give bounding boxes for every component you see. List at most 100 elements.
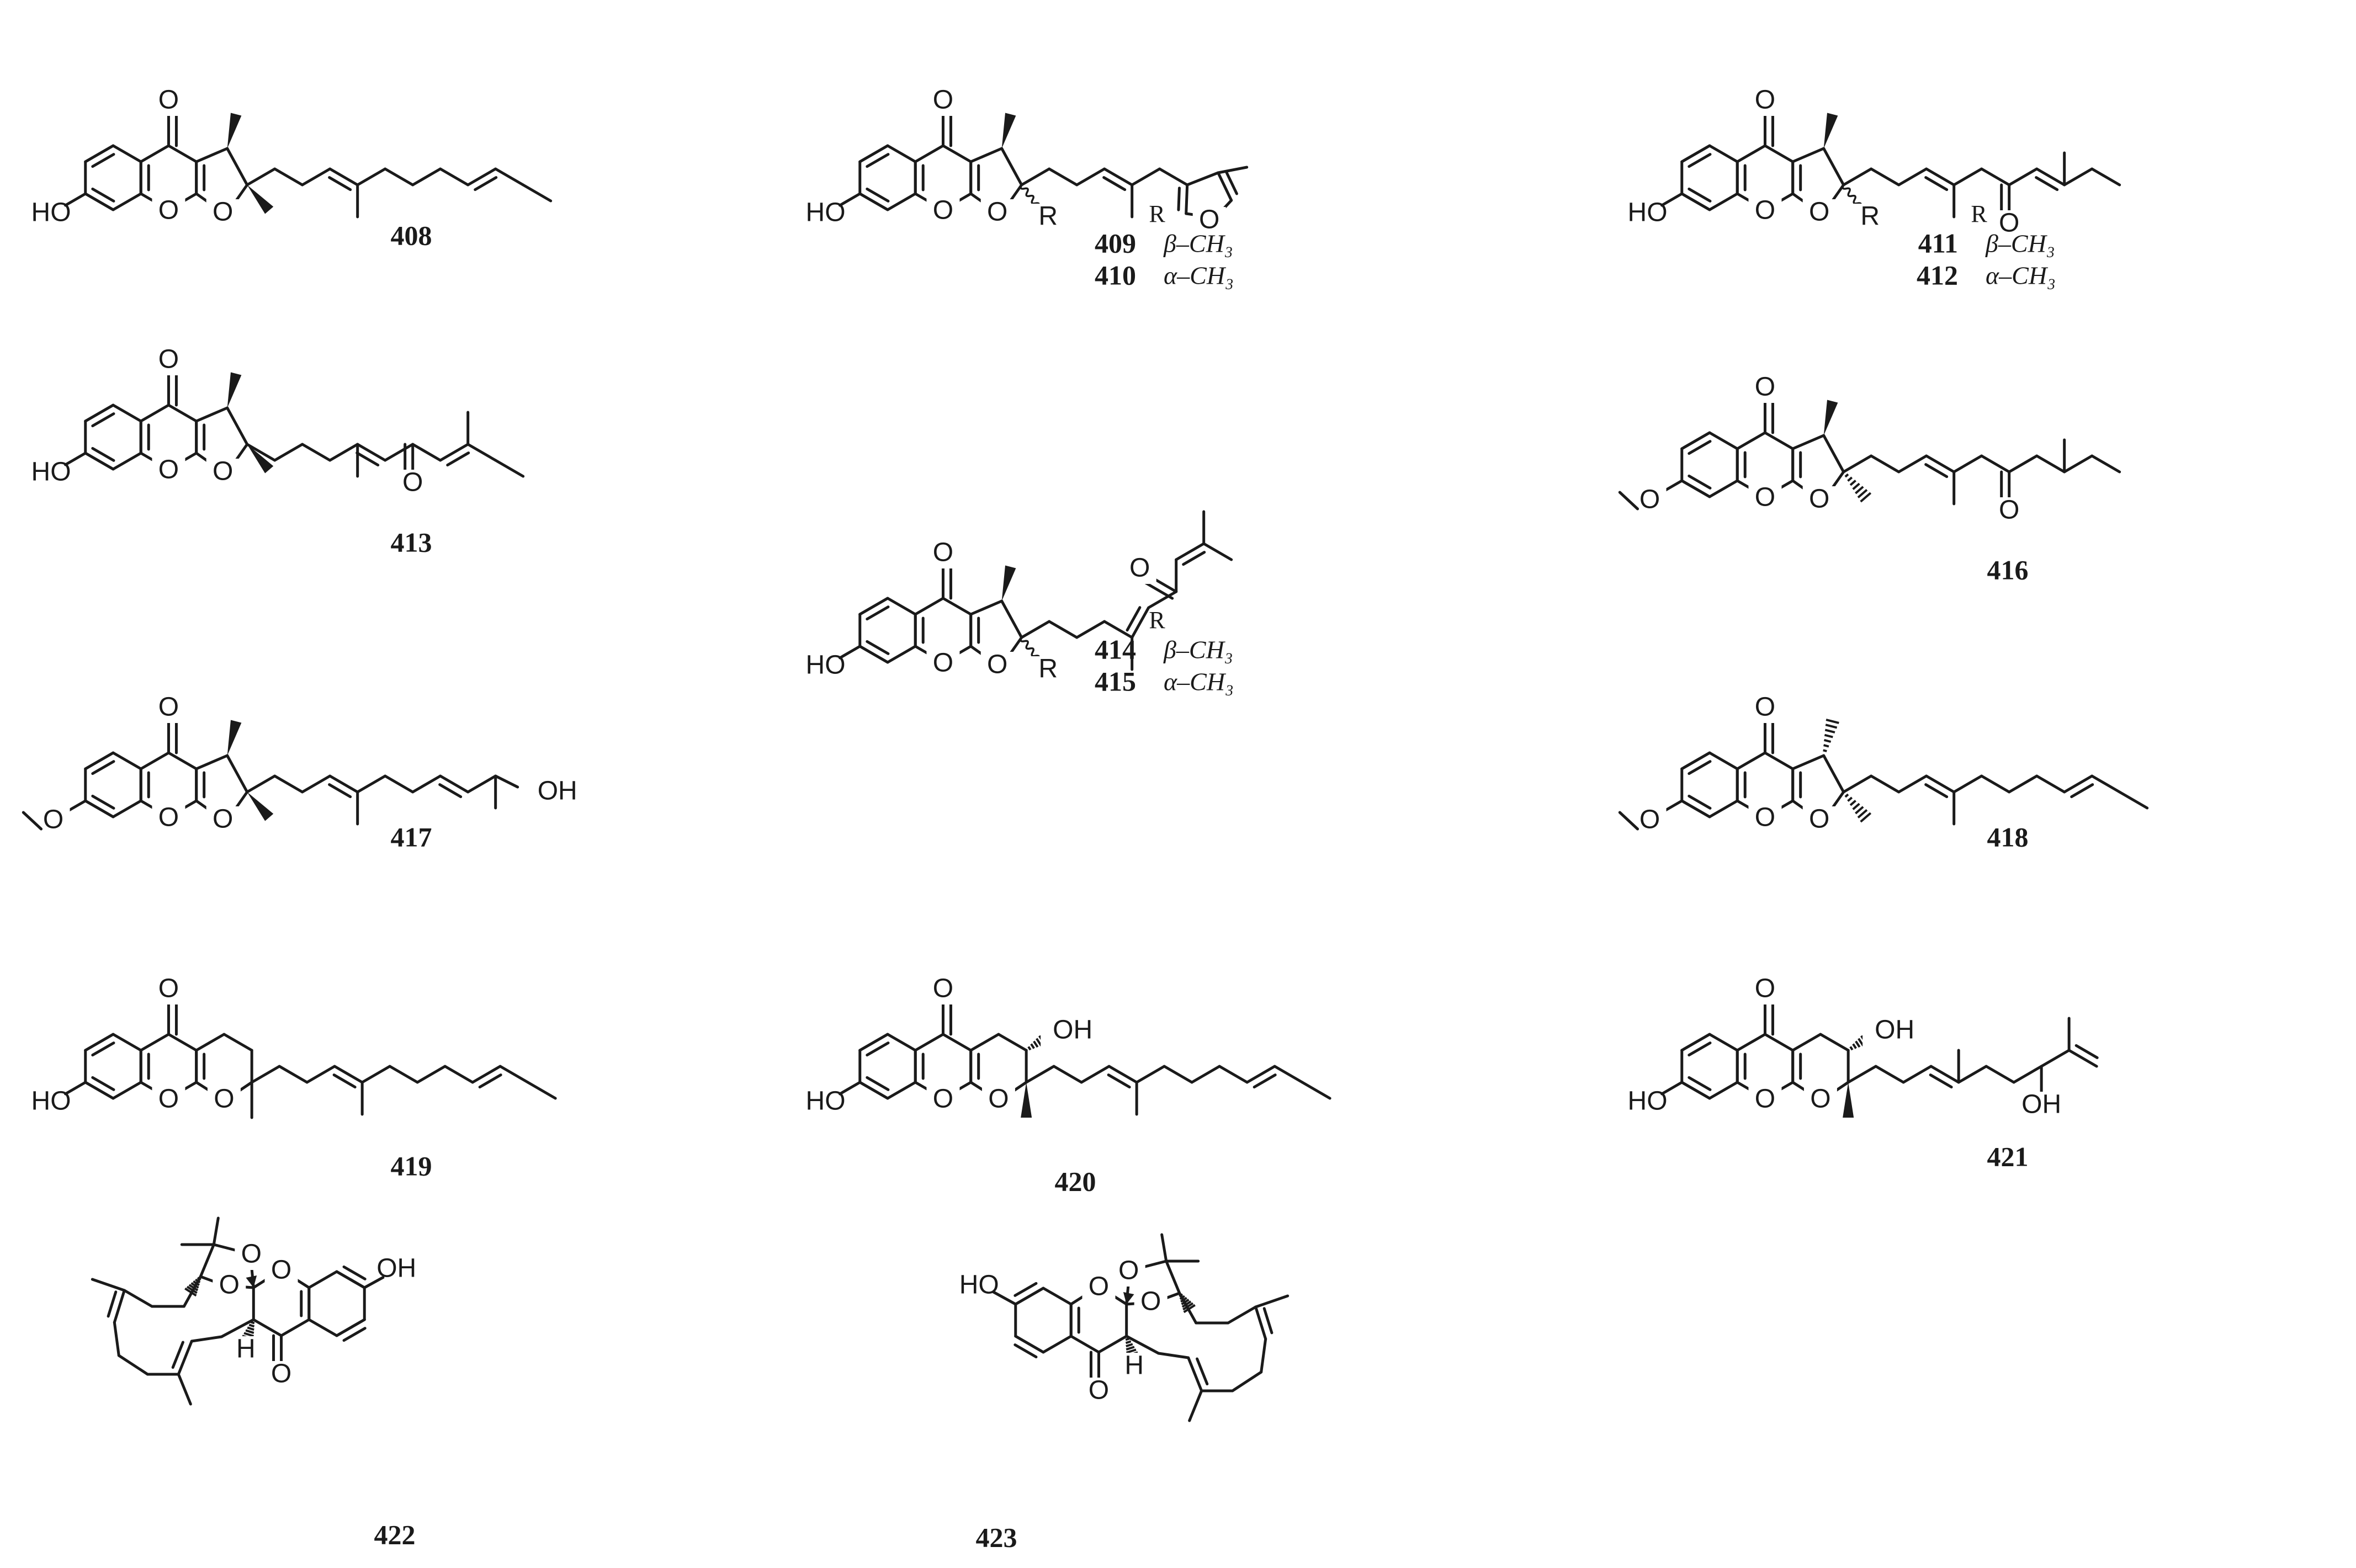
carbonyl-oxygen-mask (926, 87, 960, 116)
bond (363, 1274, 388, 1289)
c2-methyl-wedge (247, 185, 274, 214)
hash-stroke (1844, 473, 1849, 478)
benzene-ring (1680, 1033, 1747, 1100)
ring-oxygen: O (933, 1085, 953, 1114)
double-bond (1187, 1356, 1203, 1392)
ring-oxygen-mask (152, 457, 185, 486)
bond (1791, 754, 1826, 770)
ring-oxygen-mask (926, 1086, 960, 1115)
double-bond (858, 645, 889, 664)
bond (1052, 1065, 1083, 1084)
ring-oxygen-mask (1748, 805, 1782, 833)
c2-wavy-bond (1842, 184, 1862, 208)
bond (1025, 1065, 1055, 1084)
dioxolane-oxygen: O (219, 1271, 240, 1300)
double-bond (858, 192, 889, 211)
hydroxy-group-mask (791, 1088, 838, 1117)
hash-stroke (1860, 492, 1872, 503)
furan-methyl (1217, 166, 1249, 174)
ring-oxygen: O (158, 803, 179, 832)
dioxolane-oxygen-mask (235, 1241, 268, 1270)
stereo-hydrogen: H (236, 1335, 256, 1364)
carbonyl-oxygen-mask (926, 976, 960, 1004)
compound-number: 413 (391, 527, 432, 557)
bond (64, 192, 87, 207)
double-bond-inner (866, 187, 890, 203)
double-bond (439, 774, 470, 794)
double-bond-inner (1253, 1073, 1277, 1089)
carbonyl-oxygen-mask (1082, 1378, 1116, 1406)
side-chain (250, 1065, 557, 1116)
double-bond (113, 1289, 126, 1324)
bond (1708, 431, 1739, 450)
double-bond (328, 167, 359, 187)
c2-methyl-wedge (1021, 1082, 1032, 1118)
furan-oxygen-mask (1802, 199, 1836, 228)
carbonyl-oxygen-mask (1748, 694, 1782, 723)
furan-oxygen: O (213, 457, 233, 486)
hash-stroke (1855, 806, 1864, 815)
double-bond (335, 1270, 366, 1289)
hydroxy-group: HO (806, 198, 846, 227)
carbonyl-oxygen-mask (926, 540, 960, 568)
double-bond-inner (91, 760, 115, 775)
double-bond-inner (1688, 187, 1712, 203)
ketone-oxygen: O (1129, 554, 1150, 583)
double-bond-inner (332, 1073, 357, 1089)
carbonyl-oxygen: O (1755, 693, 1775, 722)
bond (305, 1065, 336, 1084)
hash-stroke (247, 1326, 254, 1331)
bond (1822, 434, 1845, 474)
compound-number: 422 (374, 1519, 416, 1550)
compound-number: 421 (1987, 1141, 2029, 1172)
hash-stroke (1033, 1040, 1039, 1048)
bond (356, 167, 387, 187)
bond (969, 599, 1004, 616)
hash-stroke (1030, 1043, 1035, 1049)
gem-methyl (1160, 1233, 1168, 1263)
bond (112, 144, 142, 163)
chromane-oxygen-mask (264, 1257, 298, 1286)
spiro-wedge (1123, 1292, 1134, 1304)
bond (388, 1065, 419, 1084)
pyranone-ring: OO (1736, 86, 1802, 226)
hydroxy-group: HO (806, 1087, 846, 1116)
furan-oxygen-mask (980, 199, 1014, 228)
bond (273, 443, 304, 462)
bond (886, 192, 917, 211)
bond (1020, 167, 1051, 187)
bond (2035, 454, 2066, 474)
hash-stroke (1126, 1343, 1133, 1348)
bond (220, 1318, 255, 1338)
side-chain: OH (1846, 1017, 2099, 1120)
bond (1708, 799, 1739, 818)
furan-ring-oxygen: O (1199, 205, 1219, 235)
ring-oxygen: O (933, 649, 953, 678)
pyran-oxygen-mask (207, 1086, 241, 1115)
c3-methyl-wedge (1001, 113, 1016, 148)
bond (307, 1318, 338, 1337)
terminal-methyl (2118, 790, 2149, 810)
carbonyl-oxygen-mask (152, 976, 185, 1004)
bond (411, 167, 442, 187)
bond (1260, 1337, 1267, 1374)
bond (139, 751, 170, 770)
bond (167, 144, 198, 163)
gem-methyl (212, 1216, 220, 1246)
double-bond-inner (1107, 1073, 1131, 1089)
double-bond (1680, 479, 1711, 498)
compound-number: 418 (1987, 821, 2029, 852)
pyranone-ring: OO (1736, 693, 1802, 833)
bond (384, 774, 415, 794)
carbonyl-oxygen: O (158, 974, 179, 1003)
double-bond (1925, 774, 1956, 794)
side-chain (246, 167, 553, 219)
bond (1902, 1065, 1933, 1084)
double-bond (1925, 167, 1956, 187)
bond (1708, 1033, 1739, 1052)
double-bond-inner (1924, 176, 1949, 192)
bond (301, 443, 332, 462)
bond (914, 597, 944, 616)
